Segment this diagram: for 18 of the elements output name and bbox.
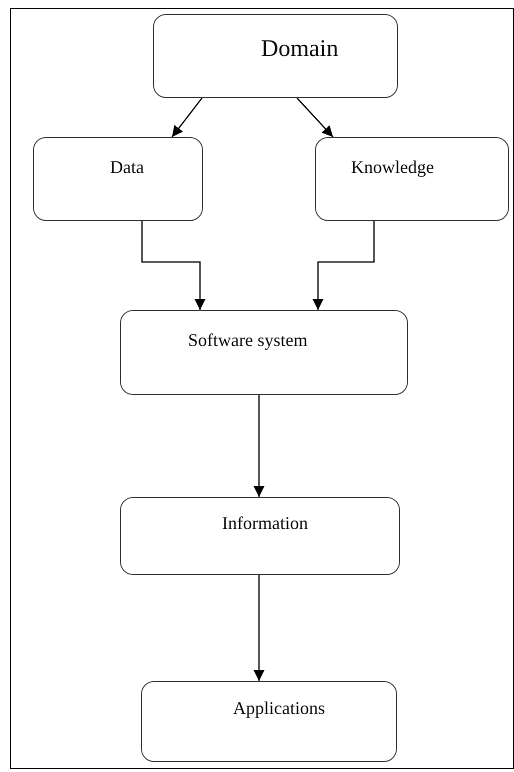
process-box	[33, 137, 203, 221]
arrow	[141, 221, 206, 310]
arrow	[171, 98, 203, 138]
arrow	[254, 395, 264, 497]
process-box	[141, 681, 397, 762]
process-box	[120, 497, 400, 575]
arrow	[254, 575, 264, 681]
process-box	[120, 310, 408, 395]
process-box	[153, 14, 398, 98]
process-box	[315, 137, 509, 221]
box-label: Domain	[261, 37, 338, 61]
box-label: Knowledge	[351, 158, 434, 176]
box-label: Information	[222, 514, 308, 532]
box-label: Software system	[188, 331, 308, 349]
arrow	[312, 221, 375, 310]
box-label: Applications	[233, 699, 325, 717]
box-label: Data	[110, 158, 144, 176]
arrow	[296, 98, 334, 138]
